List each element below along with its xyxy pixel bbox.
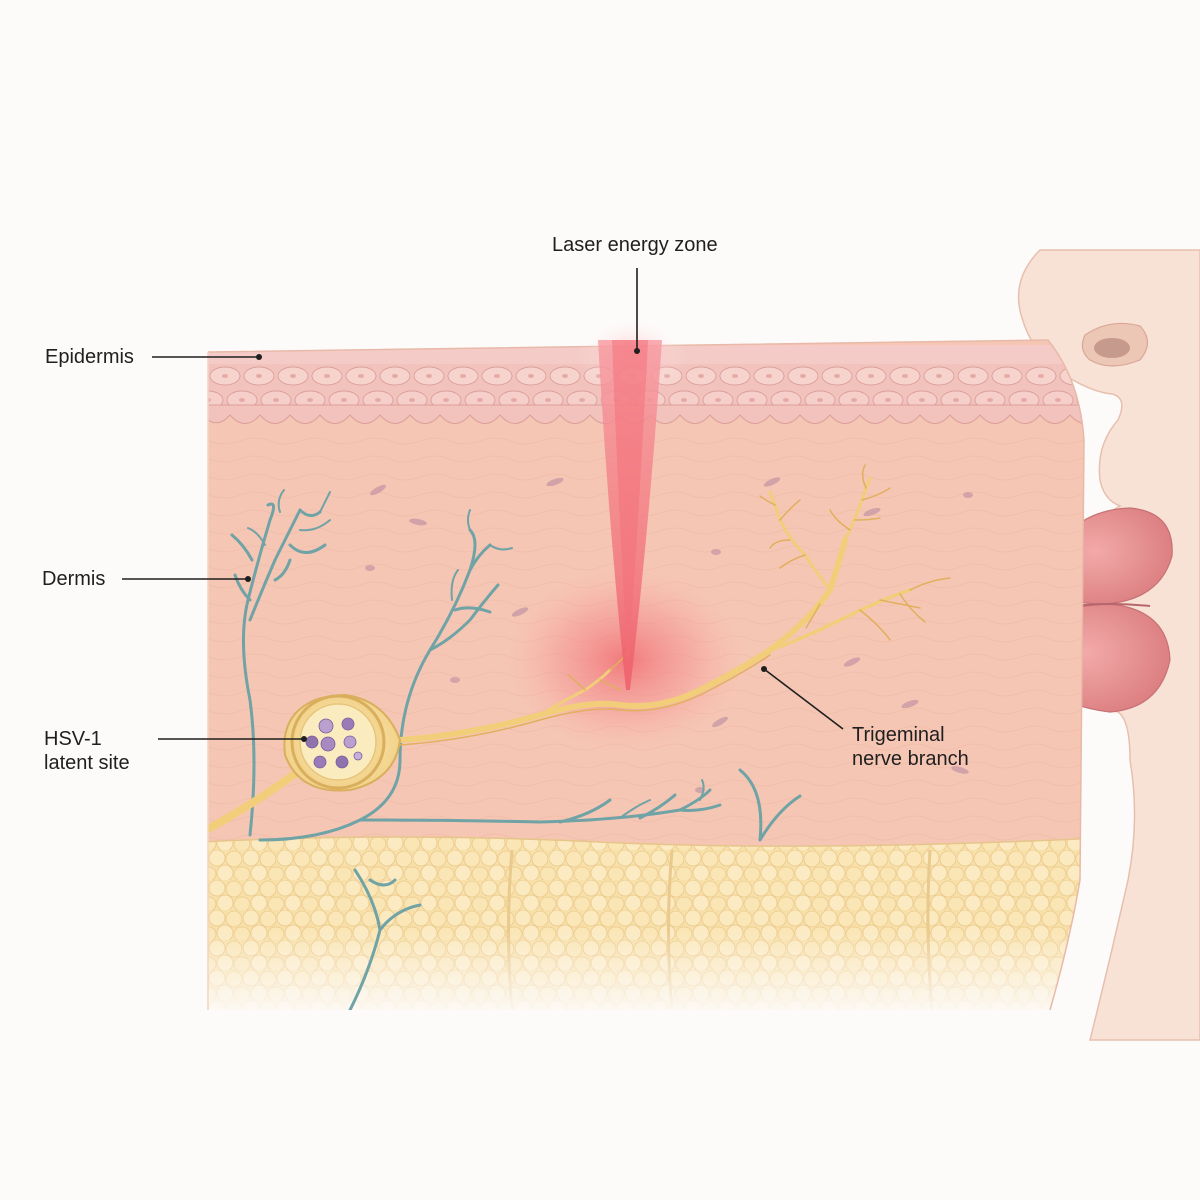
label-hsv-latent-site: HSV-1 latent site: [44, 727, 130, 775]
label-trigeminal-line2: nerve branch: [852, 748, 969, 770]
hsv-pointer-dot: [301, 736, 307, 742]
neuron-soma: [283, 693, 402, 792]
label-laser-energy-zone: Laser energy zone: [552, 234, 718, 256]
virus-particles: [305, 717, 363, 769]
label-dermis: Dermis: [42, 568, 106, 590]
fibroblasts: [365, 477, 973, 793]
leader-lines: [122, 268, 844, 740]
laser-beam: [577, 315, 687, 690]
blood-vessels: [230, 502, 802, 1010]
label-trigeminal-line1: Trigeminal: [852, 724, 945, 746]
dermis-pointer-dot: [245, 576, 251, 582]
trigeminal-pointer-dot: [761, 666, 767, 672]
label-hsv-line2: latent site: [44, 752, 130, 774]
subcutaneous-fat-layer: [208, 836, 1084, 1010]
laser-pointer-dot: [634, 348, 640, 354]
label-epidermis: Epidermis: [45, 346, 134, 368]
label-hsv-line1: HSV-1: [44, 728, 102, 750]
epidermis-pointer-dot: [256, 354, 262, 360]
label-trigeminal-nerve-branch: Trigeminal nerve branch: [852, 723, 969, 771]
